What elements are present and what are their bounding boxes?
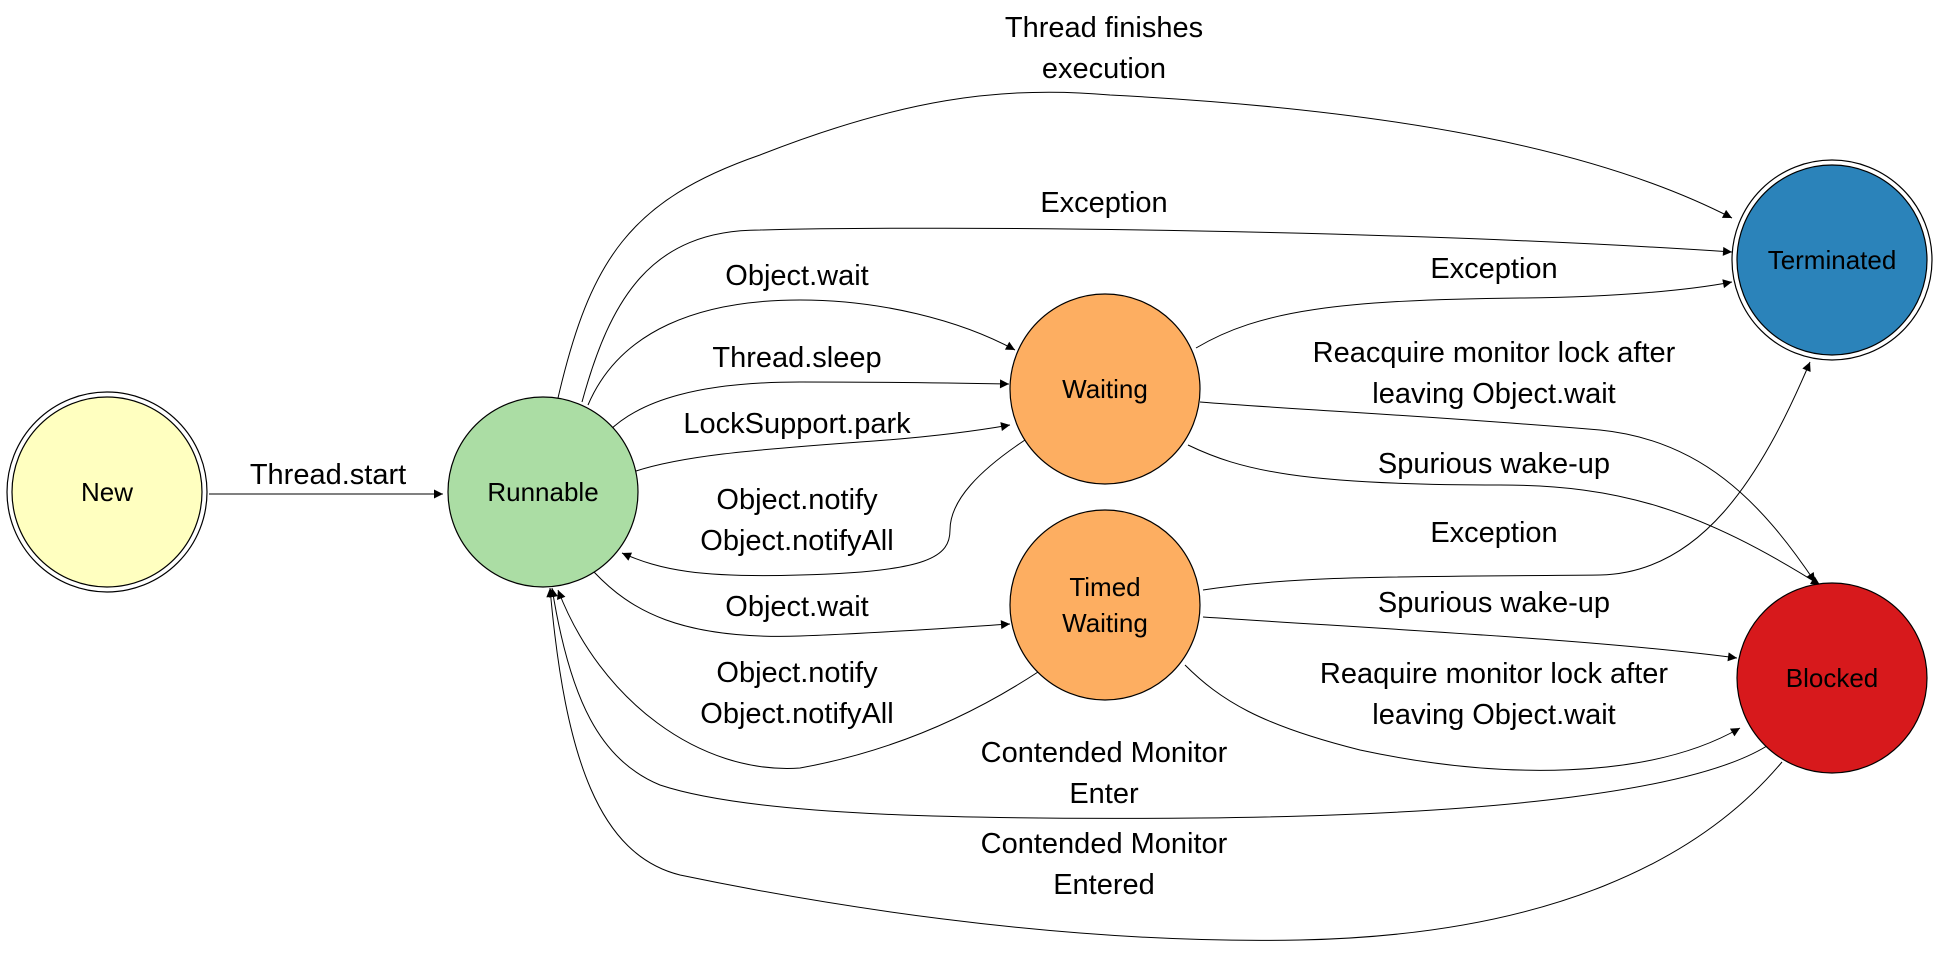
state-new-label: New (81, 477, 133, 507)
state-waiting-circle (1009, 293, 1201, 485)
edge-timed-spurious (1202, 616, 1738, 662)
edge-timed-exception (1202, 361, 1811, 591)
edge-label-object-wait: Object.wait (725, 260, 868, 292)
edge-timed-notify (557, 589, 1039, 769)
state-blocked: Blocked (1736, 582, 1928, 774)
state-new-outer-ring (6, 391, 208, 593)
edge-waiting-notify (621, 439, 1026, 577)
edge-timed-reacquire (1184, 664, 1741, 771)
edge-waiting-exception (1195, 279, 1733, 349)
edge-runnable-exception (581, 227, 1733, 403)
edge-timed-object-wait (593, 571, 1011, 637)
state-blocked-label: Blocked (1786, 663, 1879, 693)
edge-waiting-spurious (1187, 444, 1821, 586)
state-terminated-outer-ring (1731, 159, 1933, 361)
edge-label-waiting-exception: Exception (1430, 253, 1557, 285)
edge-thread-finishes (557, 91, 1733, 399)
edge-label-timed-object-wait: Object.wait (725, 591, 868, 623)
state-blocked-circle (1736, 582, 1928, 774)
state-new-circle (11, 396, 203, 588)
state-new: New (6, 391, 208, 593)
state-terminated-label: Terminated (1768, 245, 1897, 275)
edge-label-runnable-exception: Exception (1040, 187, 1167, 219)
edge-label-waiting-spurious: Spurious wake-up (1378, 448, 1610, 480)
edge-waiting-reacquire (1199, 401, 1816, 583)
edge-label-locksupport-park: LockSupport.park (683, 408, 911, 440)
edge-contended-entered (546, 587, 1783, 941)
state-timed-waiting-circle (1009, 509, 1201, 701)
state-waiting-label: Waiting (1062, 374, 1148, 404)
edge-contended-enter (548, 587, 1771, 819)
state-waiting: Waiting (1009, 293, 1201, 485)
state-runnable-label: Runnable (487, 477, 598, 507)
state-runnable: Runnable (447, 396, 639, 588)
state-runnable-circle (447, 396, 639, 588)
state-terminated-circle (1736, 164, 1928, 356)
edge-label-timed-exception: Exception (1430, 517, 1557, 549)
edge-thread-sleep (607, 379, 1010, 433)
edge-object-wait (587, 299, 1016, 406)
edge-label-timed-spurious: Spurious wake-up (1378, 587, 1610, 619)
edge-label-thread-start: Thread.start (250, 459, 406, 491)
edge-label-thread-sleep: Thread.sleep (712, 342, 881, 374)
state-terminated: Terminated (1731, 159, 1933, 361)
edge-locksupport-park (632, 422, 1011, 473)
